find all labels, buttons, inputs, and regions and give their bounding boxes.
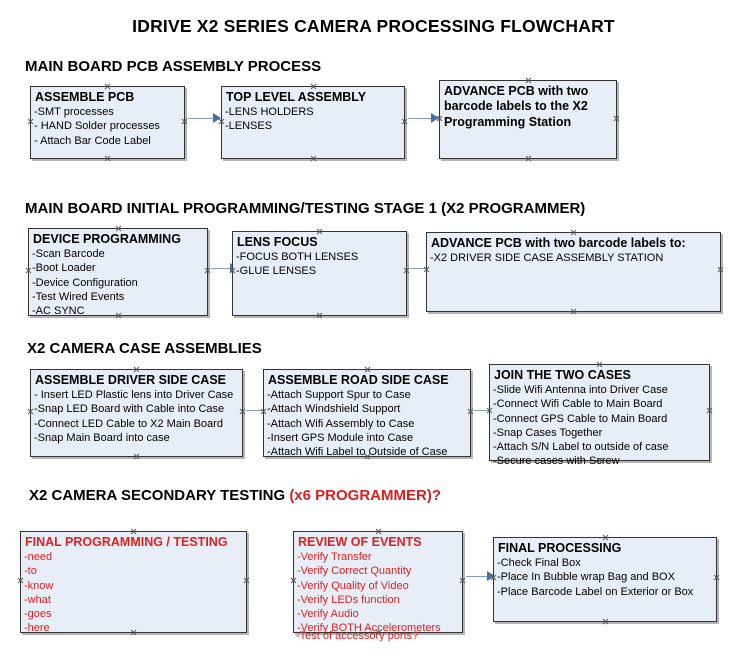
node-title: FINAL PROGRAMMING / TESTING (25, 535, 228, 549)
section-heading-text: X2 CAMERA CASE ASSEMBLIES (27, 340, 262, 357)
node-assemble-driver-side-case[interactable]: ASSEMBLE DRIVER SIDE CASE - Insert LED P… (30, 369, 243, 457)
node-line: - Attach Bar Code Label (34, 134, 151, 147)
node-line: -Connect LED Cable to X2 Main Board (34, 417, 223, 430)
node-top-level-assembly[interactable]: TOP LEVEL ASSEMBLY -LENS HOLDERS -LENSES (221, 86, 405, 159)
connector-handle-bottom[interactable] (602, 618, 609, 625)
connector-assemble-pcb-to-top-level-assembly (188, 113, 221, 123)
section-heading-main-board-pcb-assembly: MAIN BOARD PCB ASSEMBLY PROCESS (25, 58, 321, 75)
section-heading-text: X2 CAMERA SECONDARY TESTING (29, 487, 290, 504)
node-line: -to (24, 565, 37, 578)
node-line: -Verify Audio (297, 608, 359, 621)
node-assemble-pcb[interactable]: ASSEMBLE PCB -SMT processes - HAND Solde… (30, 86, 185, 159)
connector-handle-bottom[interactable] (316, 312, 323, 319)
section-heading-main-board-initial-programming: MAIN BOARD INITIAL PROGRAMMING/TESTING S… (25, 200, 585, 217)
node-line: -what (24, 593, 51, 606)
connector-handle-right[interactable] (717, 266, 724, 273)
node-title: FINAL PROCESSING (498, 541, 622, 555)
node-line: -Attach Windshield Support (267, 403, 401, 416)
node-line: -Verify Transfer (297, 551, 372, 563)
node-line-overflow: -Test of accessory ports? (296, 630, 419, 642)
connector-line (246, 409, 270, 411)
node-title: REVIEW OF EVENTS (298, 535, 422, 549)
node-line: -Slide Wifi Antenna into Driver Case (493, 384, 668, 396)
arrowhead-icon (487, 571, 495, 581)
node-review-of-events[interactable]: REVIEW OF EVENTS -Verify Transfer -Verif… (293, 531, 463, 635)
node-title: ASSEMBLE DRIVER SIDE CASE (35, 373, 227, 387)
connector-review-of-events-to-final-processing (466, 571, 495, 581)
node-title: ADVANCE PCB with two barcode labels to: (431, 236, 686, 250)
node-title: ADVANCE PCB with two barcode labels to t… (444, 84, 589, 129)
node-line: -Verify Quality of Video (297, 579, 409, 592)
node-final-programming-testing[interactable]: FINAL PROGRAMMING / TESTING -need -to -k… (20, 531, 247, 635)
connector-line (408, 117, 438, 119)
connector-handle-bottom[interactable] (133, 453, 140, 460)
node-line: -Verify Correct Quantity (297, 565, 412, 578)
node-line: -know (24, 579, 54, 592)
node-line: -X2 DRIVER SIDE CASE ASSEMBLY STATION (430, 252, 664, 264)
connector-handle-bottom[interactable] (570, 308, 577, 315)
node-line: -Insert GPS Module into Case (267, 431, 414, 444)
node-line: -Attach S/N Label to outside of case (493, 441, 669, 454)
node-line: -Connect GPS Cable to Main Board (493, 412, 668, 425)
node-join-the-two-cases[interactable]: JOIN THE TWO CASES -Slide Wifi Antenna i… (489, 364, 710, 467)
connector-line (474, 409, 496, 411)
node-line: -AC SYNC (32, 305, 85, 318)
node-title: ASSEMBLE ROAD SIDE CASE (268, 373, 449, 387)
node-line: -Test Wired Events (32, 290, 125, 303)
node-line: -LENS HOLDERS (225, 106, 314, 118)
connector-top-level-assembly-to-advance-pcb (408, 113, 439, 123)
node-line: -Scan Barcode (32, 248, 105, 260)
connector-line (211, 267, 237, 269)
node-advance-pcb-programming-station[interactable]: ADVANCE PCB with two barcode labels to t… (439, 80, 617, 159)
connector-line (410, 267, 438, 269)
section-heading-red-note: (x6 PROGRAMMER)? (289, 487, 441, 504)
node-line: -Attach Wifi Label to Outside of Case (267, 446, 448, 459)
node-line: -Device Configuration (32, 276, 138, 289)
connector-handle-bottom[interactable] (310, 155, 317, 162)
node-line: -Boot Loader (32, 262, 96, 275)
node-title: LENS FOCUS (237, 235, 318, 249)
node-device-programming[interactable]: DEVICE PROGRAMMING -Scan Barcode -Boot L… (28, 228, 208, 318)
node-line: -Check Final Box (497, 557, 581, 569)
arrowhead-icon (213, 113, 221, 123)
page-title: IDRIVE X2 SERIES CAMERA PROCESSING FLOWC… (132, 16, 615, 36)
section-heading-text: MAIN BOARD INITIAL PROGRAMMING/TESTING S… (25, 200, 586, 217)
node-assemble-road-side-case[interactable]: ASSEMBLE ROAD SIDE CASE -Attach Support … (263, 369, 471, 459)
node-line: -Snap Cases Together (493, 426, 603, 439)
node-line: -FOCUS BOTH LENSES (236, 251, 359, 263)
section-heading-x2-camera-case-assemblies: X2 CAMERA CASE ASSEMBLIES (27, 340, 262, 357)
connector-line (466, 575, 494, 577)
node-line: -Snap LED Board with Cable into Case (34, 403, 225, 416)
node-line: -Snap Main Board into case (34, 431, 170, 444)
node-title: JOIN THE TWO CASES (494, 368, 631, 382)
node-line: -Place In Bubble wrap Bag and BOX (497, 571, 675, 584)
connector-handle-bottom[interactable] (525, 155, 532, 162)
node-title: TOP LEVEL ASSEMBLY (226, 90, 367, 104)
node-line: -Secure cases with Screw (493, 455, 620, 468)
section-heading-x2-camera-secondary-testing: X2 CAMERA SECONDARY TESTING (x6 PROGRAMM… (29, 487, 441, 504)
node-line: - HAND Solder processes (34, 120, 160, 133)
node-line: -SMT processes (34, 106, 114, 118)
node-line: - Insert LED Plastic lens into Driver Ca… (34, 389, 234, 401)
node-line: -Place Barcode Label on Exterior or Box (497, 585, 694, 598)
node-title: DEVICE PROGRAMMING (33, 232, 181, 246)
node-line: -Verify LEDs function (297, 593, 400, 606)
arrowhead-icon (431, 113, 439, 123)
node-line: -GLUE LENSES (236, 265, 317, 278)
node-final-processing[interactable]: FINAL PROCESSING -Check Final Box -Place… (493, 537, 717, 622)
connector-line (188, 117, 220, 119)
node-lens-focus[interactable]: LENS FOCUS -FOCUS BOTH LENSES -GLUE LENS… (232, 231, 407, 316)
node-line: -Verify BOTH Accelerometers (297, 622, 441, 635)
node-line: -Attach Support Spur to Case (267, 389, 411, 401)
node-line: -Connect Wifi Cable to Main Board (493, 398, 663, 411)
node-line: -Attach Wifi Assembly to Case (267, 417, 415, 430)
node-advance-pcb-driver-side-case[interactable]: ADVANCE PCB with two barcode labels to: … (426, 232, 721, 312)
node-line: -LENSES (225, 120, 273, 133)
node-title: ASSEMBLE PCB (35, 90, 135, 104)
node-line: -need (24, 551, 53, 563)
connector-handle-bottom[interactable] (104, 155, 111, 162)
node-line: -goes (24, 608, 52, 621)
section-heading-text: MAIN BOARD PCB ASSEMBLY PROCESS (25, 58, 322, 75)
node-line: -here (24, 622, 50, 635)
